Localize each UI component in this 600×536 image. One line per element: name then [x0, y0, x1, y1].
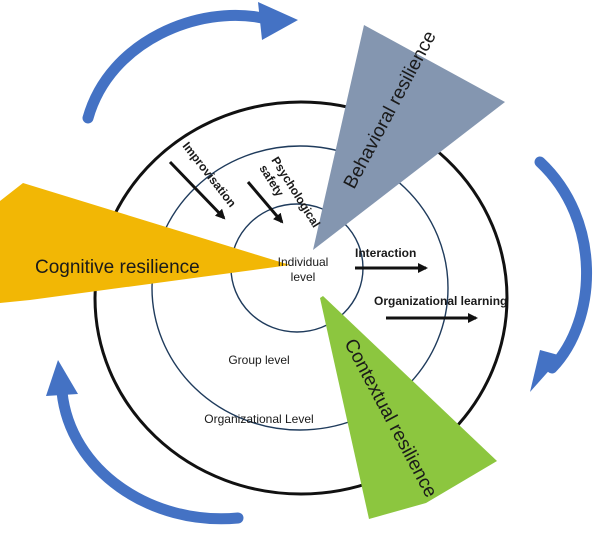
curved-arrow-icon	[56, 386, 244, 525]
group-level-label: Group level	[228, 353, 289, 367]
arrow-right-icon	[246, 181, 284, 224]
arrow-right-icon	[168, 160, 226, 220]
curved-arrow-icon	[534, 156, 592, 374]
contextual-wedge	[320, 296, 497, 519]
cognitive-wedge-label: Cognitive resilience	[35, 257, 200, 278]
curved-arrow-icon	[258, 2, 298, 40]
curved-arrow-icon	[530, 350, 562, 392]
cognitive-wedge	[0, 183, 290, 303]
individual-level-label-line1: Individual	[278, 255, 329, 269]
interaction-label: Interaction	[355, 246, 416, 260]
organizational-learning-label: Organizational learning	[374, 294, 507, 308]
curved-arrow-icon	[82, 9, 268, 124]
cycle-arrows	[46, 2, 592, 525]
curved-arrow-icon	[46, 360, 78, 396]
improvisation-label: Improvisation	[180, 139, 239, 210]
organizational-ring	[93, 100, 509, 496]
individual-level-label-line2: level	[291, 270, 316, 284]
group-ring	[151, 145, 449, 431]
behavioral-wedge	[313, 25, 505, 250]
level-rings	[93, 100, 509, 496]
organizational-level-label: Organizational Level	[204, 412, 313, 426]
